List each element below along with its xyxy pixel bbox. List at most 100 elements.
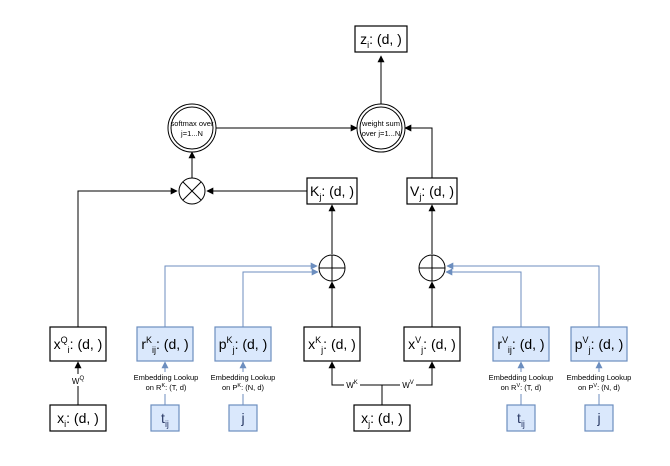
node-xj-main: x (361, 410, 368, 426)
node-j-left: j (228, 404, 258, 432)
node-pk: pKj: (d, ) (214, 326, 272, 362)
edge-label-emb-rk: Embedding Lookup on RK: (T, d) (134, 372, 198, 394)
node-rv-rest: : (d, ) (512, 336, 545, 352)
node-softmax: softmax over j=1...N (167, 103, 217, 153)
node-k-sub: j (318, 192, 321, 202)
node-pv: pVj: (d, ) (570, 326, 628, 362)
svg-text:Vj: (d, ): Vj: (d, ) (410, 183, 454, 202)
node-xv-main: x (408, 336, 415, 352)
emb-pv-line2a: on P (578, 383, 593, 392)
node-pv-main: p (575, 336, 583, 352)
edge-pv-to-oplus-v (446, 262, 600, 327)
emb-rv-line2b: : (T, d) (520, 383, 542, 392)
node-k-rest: : (d, ) (321, 183, 354, 199)
node-v: Vj: (d, ) (406, 177, 458, 205)
svg-text:rVij: (d, ): rVij: (d, ) (497, 335, 544, 355)
node-xk-main: x (308, 336, 315, 352)
node-xi-sub: i (64, 419, 66, 429)
node-v-rest: : (d, ) (421, 183, 454, 199)
node-j-right: j (584, 404, 614, 432)
node-tij-left-sub: ij (165, 419, 169, 429)
node-weightsum: weight sum over j=1...N (356, 103, 406, 153)
svg-text:WV: WV (402, 380, 414, 390)
node-xi: xi: (d, ) (49, 404, 107, 432)
node-pv-sub: j (588, 345, 591, 355)
node-pk-sup: K (227, 335, 233, 345)
emb-pk-line2a: on P (222, 383, 237, 392)
weightsum-line1: weight sum (361, 119, 400, 128)
svg-text:pVj: (d, ): pVj: (d, ) (575, 335, 623, 355)
node-xk: xKj: (d, ) (303, 326, 361, 362)
node-xq-sub: i (68, 345, 70, 355)
node-z: zi: (d, ) (354, 25, 408, 53)
node-z-main: z (360, 31, 367, 47)
node-xq-rest: : (d, ) (70, 336, 103, 352)
node-pk-rest: : (d, ) (235, 336, 268, 352)
svg-text:tij: tij (517, 410, 525, 429)
svg-text:WK: WK (346, 380, 358, 390)
node-rk-rest: : (d, ) (156, 336, 189, 352)
node-xv: xVj: (d, ) (403, 326, 461, 362)
node-tij-left: tij (150, 404, 180, 432)
node-xq: xQi: (d, ) (49, 326, 107, 362)
node-xq-main: x (54, 336, 61, 352)
edge-label-wq: WQ (70, 374, 86, 386)
svg-text:on PV: (N, d): on PV: (N, d) (578, 383, 621, 392)
svg-text:pKj: (d, ): pKj: (d, ) (219, 335, 267, 355)
svg-text:xKj: (d, ): xKj: (d, ) (308, 335, 356, 355)
svg-text:WQ: WQ (72, 376, 85, 386)
svg-text:zi: (d, ): zi: (d, ) (360, 31, 402, 50)
wq-sup: Q (79, 376, 84, 382)
svg-text:xj: (d, ): xj: (d, ) (361, 410, 403, 429)
node-rk-sup: K (146, 335, 152, 345)
edge-pk-to-oplus-k (242, 268, 319, 327)
emb-pk-line2sup: K (237, 383, 241, 389)
emb-pv-line2sup: V (593, 383, 597, 389)
emb-rv-line1: Embedding Lookup (489, 373, 554, 382)
emb-pk-line2b: : (N, d) (241, 383, 264, 392)
svg-text:on RV: (T, d): on RV: (T, d) (501, 383, 542, 392)
node-xk-rest: : (d, ) (323, 336, 356, 352)
node-xv-sub: j (420, 345, 423, 355)
emb-rk-line2b: : (T, d) (165, 383, 187, 392)
node-pv-sup: V (583, 335, 589, 345)
edge-xq-to-otimes (77, 187, 178, 327)
node-rv: rVij: (d, ) (492, 326, 550, 362)
node-rk: rKij: (d, ) (136, 326, 194, 362)
node-j-left-main: j (240, 410, 244, 426)
emb-rk-line2sup: K (161, 383, 165, 389)
node-k-main: K (310, 183, 320, 199)
edge-v-to-weightsum (404, 124, 433, 178)
edge-label-emb-pk: Embedding Lookup on PK: (N, d) (211, 372, 275, 394)
node-tij-right-main: t (517, 410, 521, 426)
edge-rv-to-oplus-v (445, 268, 522, 327)
node-j-right-main: j (596, 410, 600, 426)
svg-text:xVj: (d, ): xVj: (d, ) (408, 335, 456, 355)
emb-rv-line2a: on R (501, 383, 517, 392)
node-xk-sup: K (315, 335, 321, 345)
emb-rk-line2a: on R (146, 383, 162, 392)
node-z-sub: i (367, 40, 369, 50)
node-xj-rest: : (d, ) (370, 410, 403, 426)
edge-xj-to-xv (382, 361, 436, 386)
node-xi-rest: : (d, ) (66, 410, 99, 426)
svg-text:xi: (d, ): xi: (d, ) (57, 410, 99, 429)
node-xj: xj: (d, ) (353, 404, 411, 432)
svg-text:on PK: (N, d): on PK: (N, d) (222, 383, 265, 392)
node-v-main: V (410, 183, 420, 199)
svg-text:rKij: (d, ): rKij: (d, ) (141, 335, 188, 355)
softmax-line2: j=1...N (180, 129, 203, 138)
node-xj-sub: j (367, 419, 370, 429)
svg-text:on RK: (T, d): on RK: (T, d) (146, 383, 187, 392)
node-tij-right-sub: ij (521, 419, 525, 429)
node-xv-sup: V (415, 335, 421, 345)
node-xk-sub: j (320, 345, 323, 355)
node-oplus-k (318, 254, 346, 282)
node-xq-sup: Q (61, 335, 68, 345)
node-tij-right: tij (506, 404, 536, 432)
node-rv-sup: V (502, 335, 508, 345)
emb-rv-line2sup: V (516, 383, 520, 389)
wk-main: W (346, 381, 354, 390)
